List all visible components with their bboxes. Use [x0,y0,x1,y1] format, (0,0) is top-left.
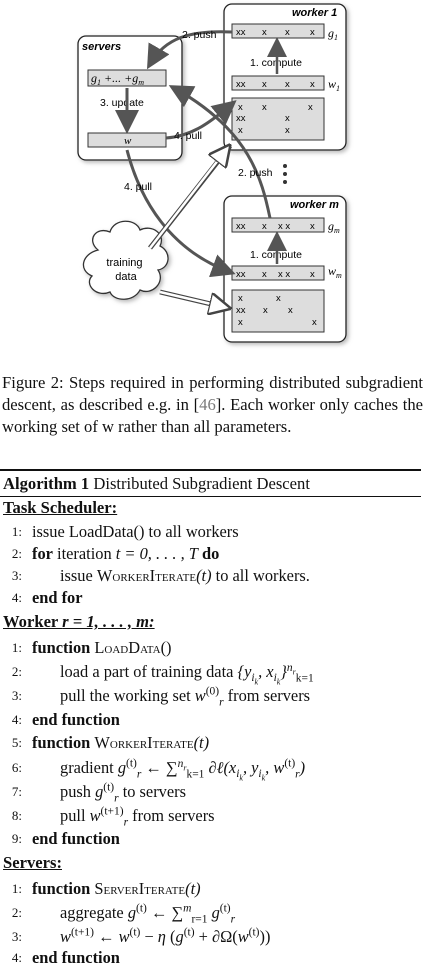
server-sum-text: g1 +... +gm [91,71,144,87]
worker-line-6: 6: gradient g(t)r ← ∑nrk=1 ∂ℓ(xik, yik, … [11,757,306,783]
worker-1-title: worker 1 [292,7,337,19]
server-line-2: 2: aggregate g(t) ← ∑mr=1 g(t)r [11,902,236,926]
training-data-cloud [82,220,169,300]
push-label-top: 2. push [182,29,217,41]
ts-line-1: 1: issue LoadData() to all workers [11,522,239,541]
worker-line-5: 5: function WorkerIterate(t) [11,733,210,752]
update-label: 3. update [100,97,144,109]
ellipsis-dot [283,164,287,168]
servers-label: servers [82,41,121,53]
server-line-3: 3: w(t+1) ← w(t) − η (g(t) + ∂Ω(w(t))) [11,926,271,946]
figure-diagram: servers g1 +... +gm 3. update w worker 1… [77,3,347,343]
figure-caption: Figure 2: Steps required in performing d… [2,372,423,438]
pull-label-left: 4. pull [124,181,152,193]
worker-line-7: 7: push g(t)r to servers [11,781,186,805]
worker-line-8: 8: pull w(t+1)r from servers [11,805,215,829]
server-line-4: 4: end function [11,948,120,967]
worker-1-g-label: g1 [328,26,338,42]
server-line-1: 1: function ServerIterate(t) [11,879,201,898]
ellipsis-dot [283,172,287,176]
worker-line-1: 1: function LoadData() [11,638,172,657]
ellipsis-dot [283,180,287,184]
worker-line-3: 3: pull the working set w(0)r from serve… [11,685,311,709]
push-arrow-worker-m [168,85,272,219]
algorithm-name: Distributed Subgradient Descent [93,474,310,493]
worker-m-data-block [231,289,325,333]
push-arrow-worker-1 [146,30,233,70]
pull-label-right: 4. pull [174,130,202,142]
citation-link[interactable]: 46 [199,395,216,414]
worker-line-4: 4: end function [11,710,120,729]
pull-arrow-worker-1 [165,100,237,140]
training-data-label: training data [106,257,145,283]
server-gradient-sum [87,69,167,87]
algorithm-top-rule [0,469,421,471]
pull-arrow-worker-m [125,149,236,278]
worker-1-w-label: w1 [328,77,340,93]
caption-text-pre: Figure 2: Steps required in performing d… [2,373,423,414]
worker-heading: Worker r = 1, . . . , m: [3,612,155,631]
algorithm-title: Algorithm 1 Distributed Subgradient Desc… [3,474,310,494]
push-label-mid: 2. push [238,167,273,179]
algorithm-title-rule [0,496,421,497]
server-w-text: w [124,135,132,147]
worker-m-title: worker m [290,199,339,211]
worker-line-9: 9: end function [11,829,120,848]
task-scheduler-heading: Task Scheduler: [3,498,118,517]
worker-m-g-label: gm [328,219,340,235]
caption-text-post: ]. Each worker only caches the working s… [2,395,423,436]
worker-m-w-label: wm [328,264,342,280]
ts-line-3: 3: issue WorkerIterate(t) to all workers… [11,566,310,585]
worker-1-data-block [231,97,325,141]
worker-line-2: 2: load a part of training data {yik, xi… [11,661,314,687]
algorithm-label: Algorithm 1 [3,474,90,493]
distributed-sgd-figure: servers g1 +... +gm 3. update w worker 1… [0,0,425,365]
worker-1-w-row [231,75,325,91]
ts-line-2: 2: for iteration t = 0, . . . , T do [11,544,220,563]
servers-heading: Servers: [3,853,62,872]
ts-line-4: 4: end for [11,588,83,607]
